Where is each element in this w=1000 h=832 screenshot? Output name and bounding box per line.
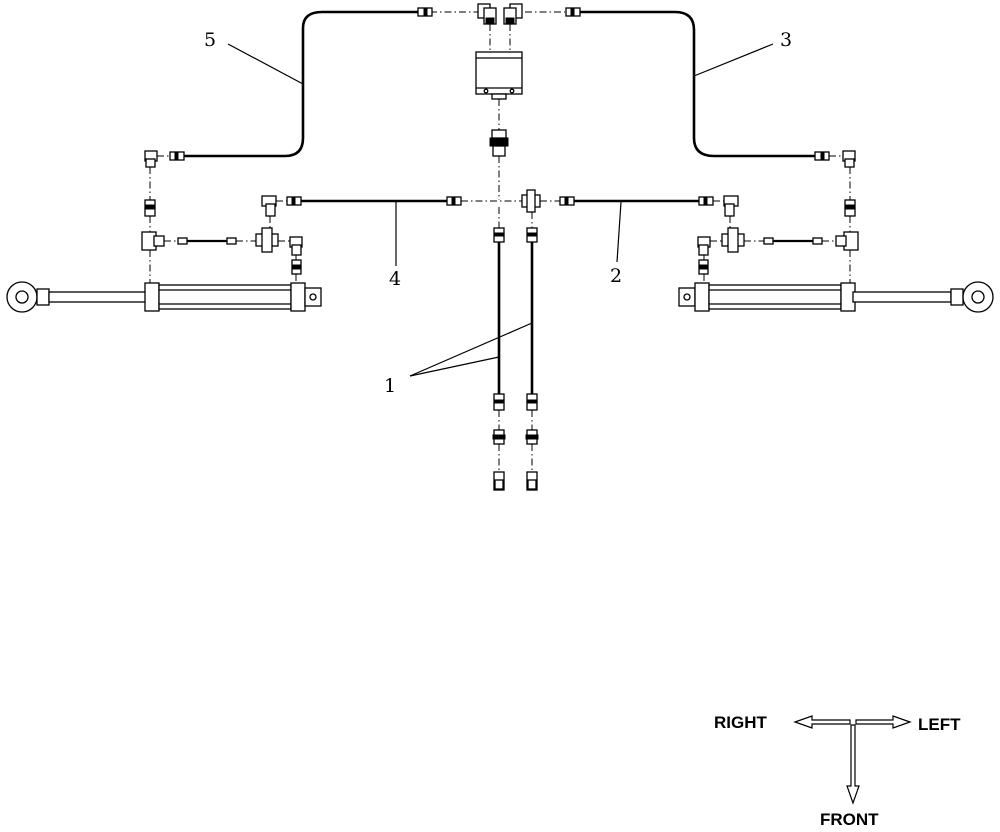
center-tee-fitting: [521, 189, 541, 213]
tee-left-outer: [141, 231, 165, 251]
hose-4-end-right: [446, 196, 462, 206]
adapter-right-lower: [698, 259, 709, 275]
orientation-compass: RIGHT LEFT FRONT: [714, 713, 961, 829]
hose-1-left-end-bottom: [493, 393, 505, 411]
hose-1-right-end-bottom: [526, 393, 538, 411]
callout-1: 1: [384, 375, 396, 397]
hose-4-end-left: [286, 196, 302, 206]
arrow-right-icon: [855, 715, 912, 729]
hose-3-end-top: [565, 7, 581, 17]
hose-3: [576, 10, 817, 158]
coupler-1-right: [526, 471, 538, 491]
hose-1-left-end-top: [493, 227, 505, 243]
elbow-hose-3: [814, 150, 856, 168]
tee-right-outer: [835, 231, 859, 251]
adapter-1-right: [525, 429, 539, 445]
hydraulic-cylinder-left: [6, 281, 322, 313]
elbow-fitting-right: [503, 3, 523, 25]
coupler-1-left: [493, 471, 505, 491]
hose-5-end-top: [417, 7, 433, 17]
callout-3: 3: [780, 29, 792, 51]
compass-right-label: RIGHT: [714, 713, 768, 732]
arrow-down-icon: [846, 724, 860, 805]
adapter-left-upper: [144, 199, 156, 217]
elbow-left-inner: [289, 236, 303, 256]
elbow-hose-5: [144, 150, 185, 168]
hose-2-end-left: [559, 196, 575, 206]
hose-1-right-end-top: [526, 227, 538, 243]
compass-left-label: LEFT: [918, 715, 961, 734]
hydraulic-cylinder-right: [678, 281, 994, 313]
adapter-right-upper: [844, 199, 856, 217]
tee-left-inner: [255, 227, 279, 253]
elbow-fitting-left: [477, 3, 497, 25]
elbow-right-inner: [697, 236, 711, 256]
elbow-hose-2: [723, 195, 739, 217]
adapter-left-lower: [291, 259, 302, 275]
hose-2-end-right: [698, 196, 714, 206]
compass-front-label: FRONT: [820, 810, 879, 829]
valve-block: [475, 51, 523, 100]
adapter-1-left: [492, 429, 506, 445]
arrow-left-icon: [793, 715, 851, 729]
callout-5: 5: [204, 29, 216, 51]
hose-5: [183, 10, 422, 158]
callout-4: 4: [389, 268, 401, 290]
tee-right-inner: [721, 227, 745, 253]
valve-adapter: [489, 129, 509, 157]
elbow-hose-4: [261, 195, 277, 217]
callout-2: 2: [610, 265, 622, 287]
